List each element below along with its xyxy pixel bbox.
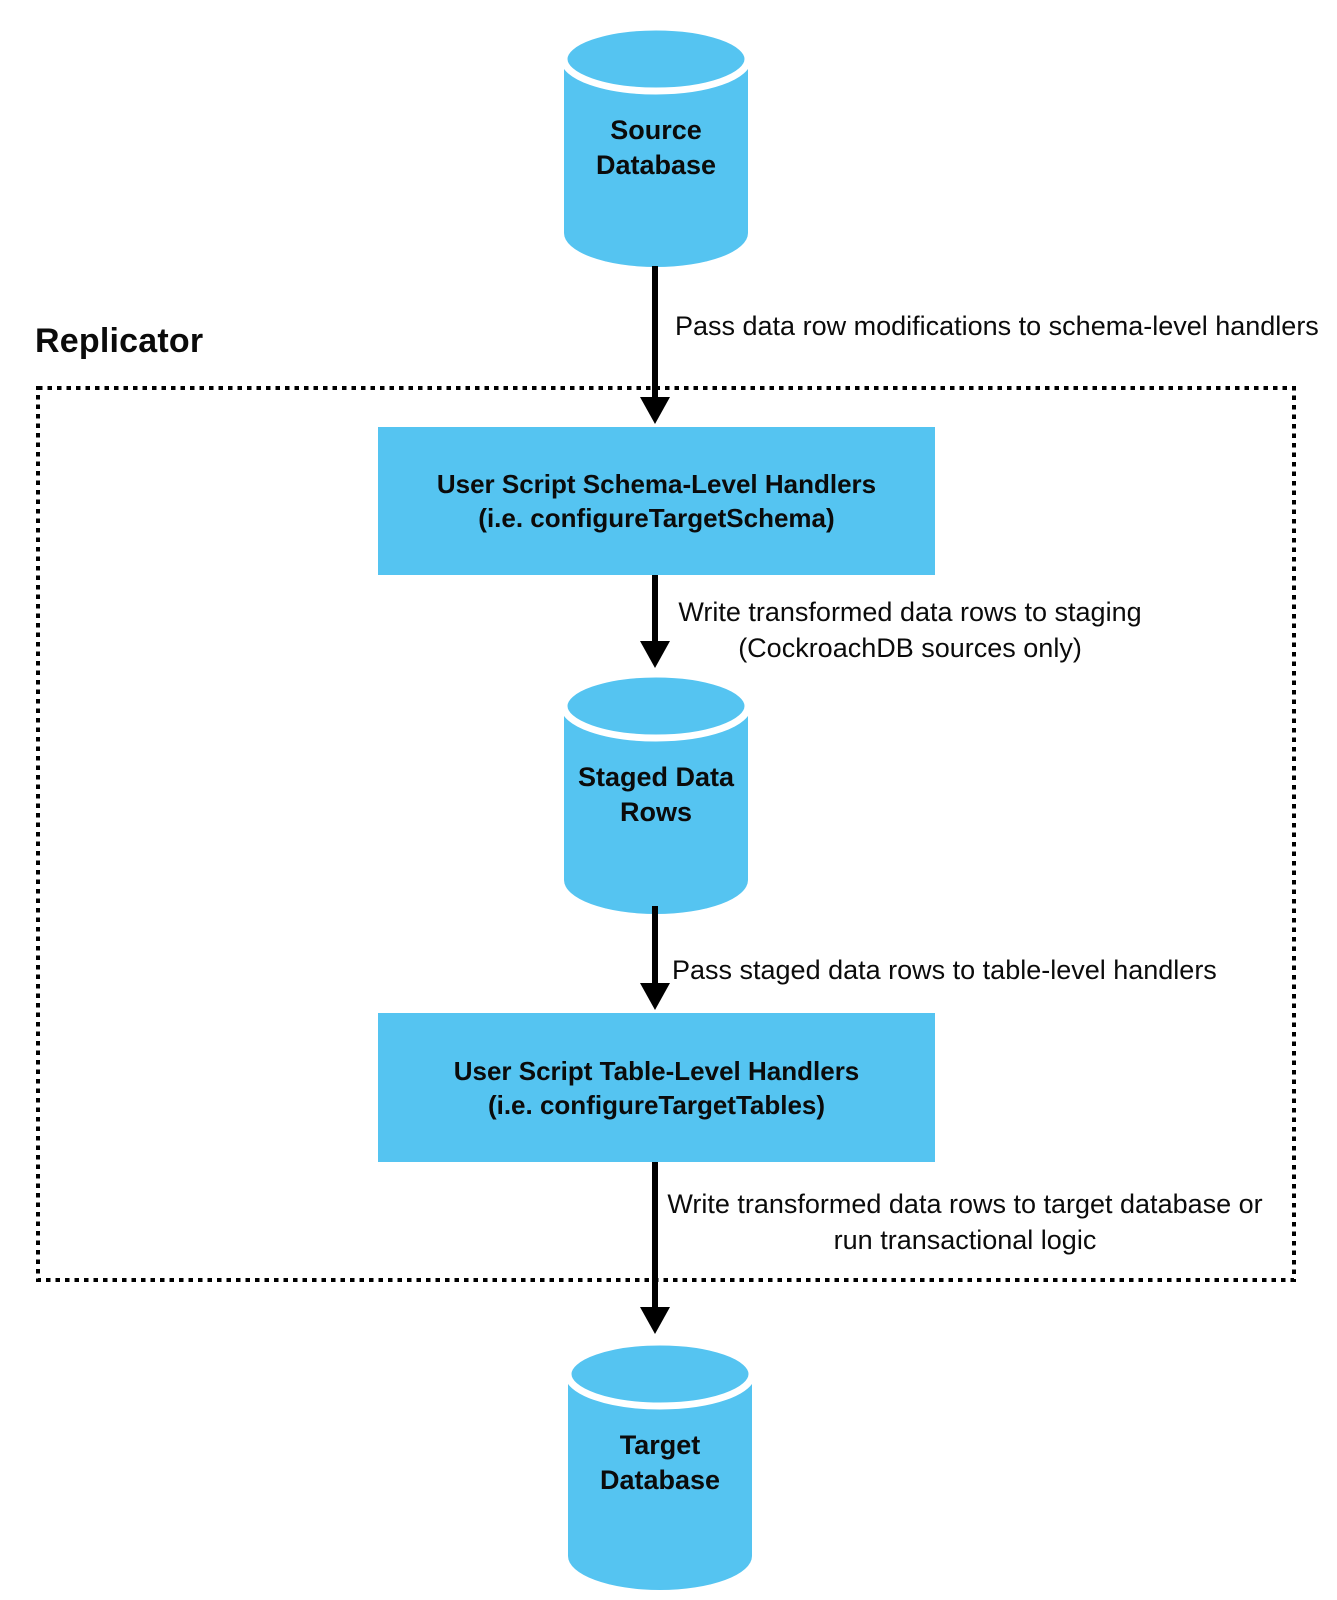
arrow-table-handlers-to-target xyxy=(639,1162,671,1334)
node-label: Source Database xyxy=(595,115,717,180)
replicator-title: Replicator xyxy=(35,322,204,360)
node-label: Staged Data Rows xyxy=(577,762,735,827)
node-label: Target Database xyxy=(599,1430,721,1495)
node-schema-level-handlers: User Script Schema-Level Handlers (i.e. … xyxy=(378,427,935,575)
edge-label-source-to-schema: Pass data row modifications to schema-le… xyxy=(675,311,1319,341)
arrow-head-icon xyxy=(640,397,670,424)
arrow-shaft xyxy=(652,906,658,986)
database-icon xyxy=(564,1338,756,1590)
arrow-head-icon xyxy=(640,641,670,668)
arrow-schema-handlers-to-staged xyxy=(639,575,671,668)
arrow-staged-to-table-handlers xyxy=(639,906,671,1010)
database-icon xyxy=(560,23,752,267)
arrow-shaft xyxy=(652,1162,658,1310)
edge-label-schema-to-staged: Write transformed data rows to staging (… xyxy=(678,597,1142,663)
node-label: User Script Schema-Level Handlers (i.e. … xyxy=(436,469,877,533)
edge-label-staged-to-table: Pass staged data rows to table-level han… xyxy=(672,955,1217,985)
node-staged-data-rows: Staged Data Rows xyxy=(560,668,752,918)
arrow-shaft xyxy=(652,266,658,400)
arrow-shaft xyxy=(652,575,658,644)
node-target-database: Target Database xyxy=(564,1336,756,1594)
arrow-source-to-schema-handlers xyxy=(639,266,671,424)
node-label: User Script Table-Level Handlers (i.e. c… xyxy=(453,1055,860,1120)
edge-label-table-to-target: Write transformed data rows to target da… xyxy=(667,1189,1263,1255)
arrow-head-icon xyxy=(640,1307,670,1334)
node-source-database: Source Database xyxy=(560,21,752,271)
replicator-dashed-boundary xyxy=(36,386,1296,1287)
node-table-level-handlers: User Script Table-Level Handlers (i.e. c… xyxy=(378,1013,935,1162)
arrow-head-icon xyxy=(640,983,670,1010)
database-icon xyxy=(560,670,752,914)
